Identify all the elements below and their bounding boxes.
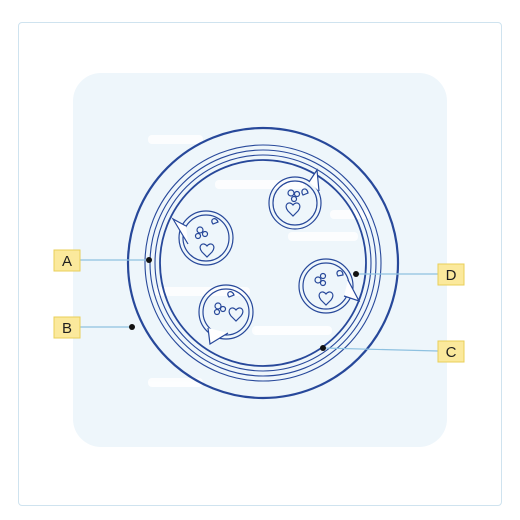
leader-line-c: [322, 347, 439, 352]
label-d: D: [437, 263, 465, 286]
inner-ring-2: [149, 149, 377, 377]
anchor-dot-c: [320, 345, 326, 351]
anchor-dot-d: [353, 271, 359, 277]
anchor-dot-b: [129, 324, 135, 330]
anchor-dot-a: [146, 257, 152, 263]
label-d-text: D: [446, 267, 457, 284]
inner-ring-1: [144, 144, 382, 382]
cell-lower-left: [198, 284, 254, 345]
outer-wall: [126, 126, 400, 400]
label-b: B: [53, 316, 81, 339]
leader-lines: [80, 259, 439, 352]
label-c: C: [437, 340, 465, 363]
label-a: A: [53, 249, 81, 272]
label-a-text: A: [62, 253, 72, 270]
cell-right: [298, 258, 361, 314]
inner-ring-3: [154, 154, 372, 372]
inner-ring-4: [159, 159, 367, 367]
outer-ring-b: [126, 126, 400, 400]
cell-left: [171, 210, 234, 266]
anchor-points: [129, 257, 359, 351]
background-panel: [73, 73, 447, 447]
cell-upper-right: [268, 168, 322, 230]
label-c-text: C: [446, 344, 457, 361]
label-b-text: B: [62, 320, 72, 337]
